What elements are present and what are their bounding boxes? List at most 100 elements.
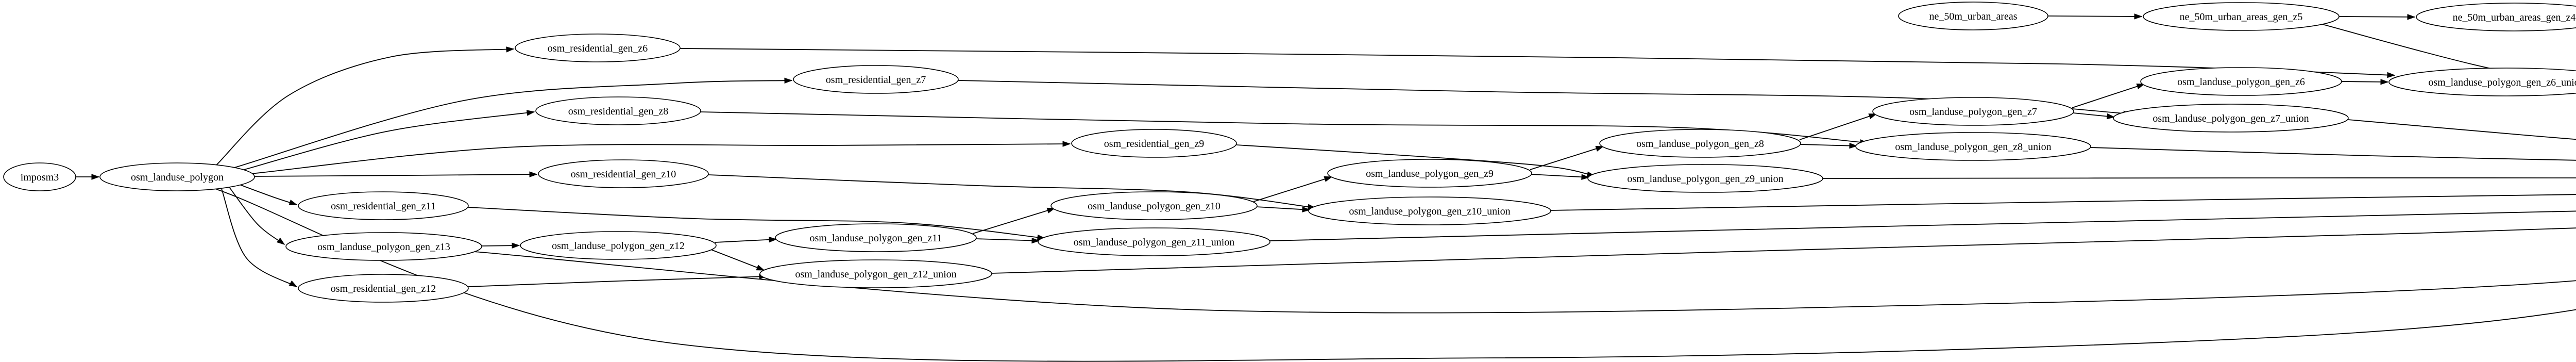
edge-osm_landuse_polygon_gen_z8-to-osm_landuse_polygon_gen_z7 [1799,113,1877,140]
arrowhead-icon [1046,207,1056,213]
node-osm_landuse_polygon_gen_z8: osm_landuse_polygon_gen_z8 [1599,129,1801,158]
node-ellipse-osm_landuse_polygon_gen_z10 [1050,191,1258,220]
node-ellipse-imposm3 [3,162,76,191]
arrowhead-icon [784,77,793,84]
edge-osm_landuse_polygon_gen_z10-to-osm_landuse_polygon_gen_z10_union [1256,206,1310,210]
edge-osm_landuse_polygon_gen_z9-to-osm_landuse_polygon_gen_z8 [1530,146,1604,170]
node-label-osm_landuse_polygon_gen_z8_union: osm_landuse_polygon_gen_z8_union [1895,141,2051,153]
node-label-osm_landuse_polygon_gen_z12_union: osm_landuse_polygon_gen_z12_union [795,269,956,280]
arrowhead-icon [1062,141,1071,147]
arrowhead-icon [276,237,285,245]
node-osm_landuse_polygon_gen_z10: osm_landuse_polygon_gen_z10 [1050,191,1258,220]
node-ellipse-osm_landuse_polygon_gen_z9 [1327,159,1532,188]
edge-osm_landuse_polygon-to-osm_residential_gen_z9 [250,143,1071,174]
arrowhead-icon [769,237,777,243]
edge-osm_landuse_polygon_gen_z11_union-to-layer_landuse:z11 [1269,210,2576,241]
edge-osm_landuse_polygon_gen_z8_union-to-layer_landuse:z8 [2090,147,2576,161]
node-label-osm_landuse_polygon_gen_z10_union: osm_landuse_polygon_gen_z10_union [1349,206,1510,217]
node-osm_landuse_polygon_gen_z10_union: osm_landuse_polygon_gen_z10_union [1308,196,1551,225]
arrowhead-icon [1581,174,1590,180]
node-label-osm_residential_gen_z12: osm_residential_gen_z12 [331,283,436,294]
arrowhead-icon [2107,113,2115,120]
edge-osm_landuse_polygon-to-osm_residential_gen_z8 [242,111,535,171]
node-ellipse-osm_landuse_polygon_gen_z8 [1599,129,1801,158]
edge-osm_residential_gen_z12-to-osm_landuse_polygon_gen_z12_union [468,276,767,287]
node-osm_landuse_polygon_gen_z11_union: osm_landuse_polygon_gen_z11_union [1038,227,1270,256]
node-label-osm_landuse_polygon_gen_z10: osm_landuse_polygon_gen_z10 [1088,201,1221,212]
edge-osm_landuse_polygon_gen_z6-to-osm_landuse_polygon_gen_z6_union [2341,81,2388,83]
edge-osm_landuse_polygon-to-osm_residential_gen_z7 [234,80,792,168]
arrowhead-icon [529,171,538,177]
node-ellipse-osm_residential_gen_z7 [793,65,959,94]
node-label-osm_residential_gen_z10: osm_residential_gen_z10 [571,169,676,180]
edge-osm_landuse_polygon_gen_z12_union-to-layer_landuse:z12 [991,227,2576,274]
node-osm_residential_gen_z6: osm_residential_gen_z6 [515,34,681,62]
node-osm_residential_gen_z7: osm_residential_gen_z7 [793,65,959,94]
node-ne_50m_urban_areas_gen_z5: ne_50m_urban_areas_gen_z5 [2143,2,2340,31]
node-label-osm_landuse_polygon_gen_z9_union: osm_landuse_polygon_gen_z9_union [1627,173,1783,185]
node-ellipse-osm_landuse_polygon_gen_z6 [2140,67,2342,96]
node-ellipse-osm_residential_gen_z9 [1071,129,1237,158]
node-ellipse-osm_landuse_polygon [99,162,255,191]
node-label-osm_residential_gen_z6: osm_residential_gen_z6 [548,43,648,54]
arrowhead-icon [2136,84,2145,89]
node-label-osm_landuse_polygon_gen_z9: osm_landuse_polygon_gen_z9 [1366,168,1494,179]
node-osm_landuse_polygon_gen_z8_union: osm_landuse_polygon_gen_z8_union [1855,132,2091,161]
node-ellipse-osm_landuse_polygon_gen_z10_union [1308,196,1551,225]
edge-osm_landuse_polygon_gen_z7_union-to-layer_landuse:z7 [2347,119,2576,140]
edge-osm_landuse_polygon-to-osm_landuse_polygon_gen_z13 [229,187,285,245]
node-ellipse-osm_landuse_polygon_gen_z11 [775,223,977,252]
node-osm_landuse_polygon_gen_z7_union: osm_landuse_polygon_gen_z7_union [2113,104,2349,133]
edge-osm_landuse_polygon_gen_z12-to-osm_landuse_polygon_gen_z11 [715,239,777,243]
edge-osm_landuse_polygon_gen_z9-to-osm_landuse_polygon_gen_z9_union [1531,174,1589,178]
edge-osm_landuse_polygon_gen_z11-to-osm_landuse_polygon_gen_z10 [972,208,1055,234]
node-osm_residential_gen_z8: osm_residential_gen_z8 [535,96,701,125]
node-ellipse-osm_landuse_polygon_gen_z12 [520,231,717,260]
node-osm_residential_gen_z12: osm_residential_gen_z12 [298,274,469,303]
node-label-osm_landuse_polygon_gen_z11_union: osm_landuse_polygon_gen_z11_union [1074,237,1235,248]
node-ellipse-osm_landuse_polygon_gen_z8_union [1855,132,2091,161]
arrowhead-icon [756,265,765,271]
node-osm_landuse_polygon: osm_landuse_polygon [99,162,255,191]
node-osm_residential_gen_z10: osm_residential_gen_z10 [538,159,709,188]
node-ellipse-osm_residential_gen_z6 [515,34,681,62]
node-ellipse-osm_residential_gen_z10 [538,159,709,188]
edge-osm_landuse_polygon_gen_z7-to-osm_landuse_polygon_gen_z6 [2072,84,2145,108]
node-label-osm_landuse_polygon_gen_z7_union: osm_landuse_polygon_gen_z7_union [2153,113,2309,124]
node-ellipse-ne_50m_urban_areas_gen_z4 [2416,3,2576,31]
edge-osm_landuse_polygon-to-osm_residential_gen_z6 [216,48,514,166]
edge-ne_50m_urban_areas-to-ne_50m_urban_areas_gen_z5 [2047,15,2142,17]
node-osm_landuse_polygon_gen_z9_union: osm_landuse_polygon_gen_z9_union [1587,164,1823,193]
arrowhead-icon [1595,145,1604,152]
node-ellipse-osm_landuse_polygon_gen_z6_union [2388,68,2576,96]
node-label-osm_residential_gen_z11: osm_residential_gen_z11 [331,201,436,212]
node-ellipse-osm_residential_gen_z11 [298,191,469,220]
nodes-layer: imposm3 osm_landuse_polygon osm_residentia… [3,2,2576,303]
node-ne_50m_urban_areas: ne_50m_urban_areas [1898,2,2048,30]
node-osm_landuse_polygon_gen_z13: osm_landuse_polygon_gen_z13 [285,232,482,261]
node-label-osm_landuse_polygon_gen_z13: osm_landuse_polygon_gen_z13 [317,241,450,253]
node-ellipse-osm_landuse_polygon_gen_z7_union [2113,104,2349,133]
arrowhead-icon [1302,206,1311,212]
arrowhead-icon [526,110,535,116]
node-label-imposm3: imposm3 [21,172,59,183]
edge-osm_landuse_polygon_gen_z10-to-osm_landuse_polygon_gen_z9 [1253,176,1332,202]
node-osm_residential_gen_z11: osm_residential_gen_z11 [298,191,469,220]
arrowhead-icon [1031,237,1040,244]
edges-layer [76,13,2576,362]
node-ellipse-osm_landuse_polygon_gen_z13 [285,232,482,261]
node-ellipse-osm_landuse_polygon_gen_z7 [1872,97,2074,126]
node-imposm3: imposm3 [3,162,76,191]
node-osm_landuse_polygon_gen_z9: osm_landuse_polygon_gen_z9 [1327,159,1532,188]
arrowhead-icon [289,280,298,287]
arrowhead-icon [2380,79,2389,85]
node-label-osm_residential_gen_z9: osm_residential_gen_z9 [1104,138,1204,150]
edge-osm_landuse_polygon-to-osm_residential_gen_z12 [221,188,297,287]
arrowhead-icon [2407,14,2416,20]
node-ellipse-osm_residential_gen_z12 [298,274,469,303]
arrowhead-icon [91,174,100,180]
node-osm_landuse_polygon_gen_z11: osm_landuse_polygon_gen_z11 [775,223,977,252]
node-label-osm_landuse_polygon_gen_z6: osm_landuse_polygon_gen_z6 [2177,76,2305,88]
node-label-osm_residential_gen_z7: osm_residential_gen_z7 [826,74,926,86]
